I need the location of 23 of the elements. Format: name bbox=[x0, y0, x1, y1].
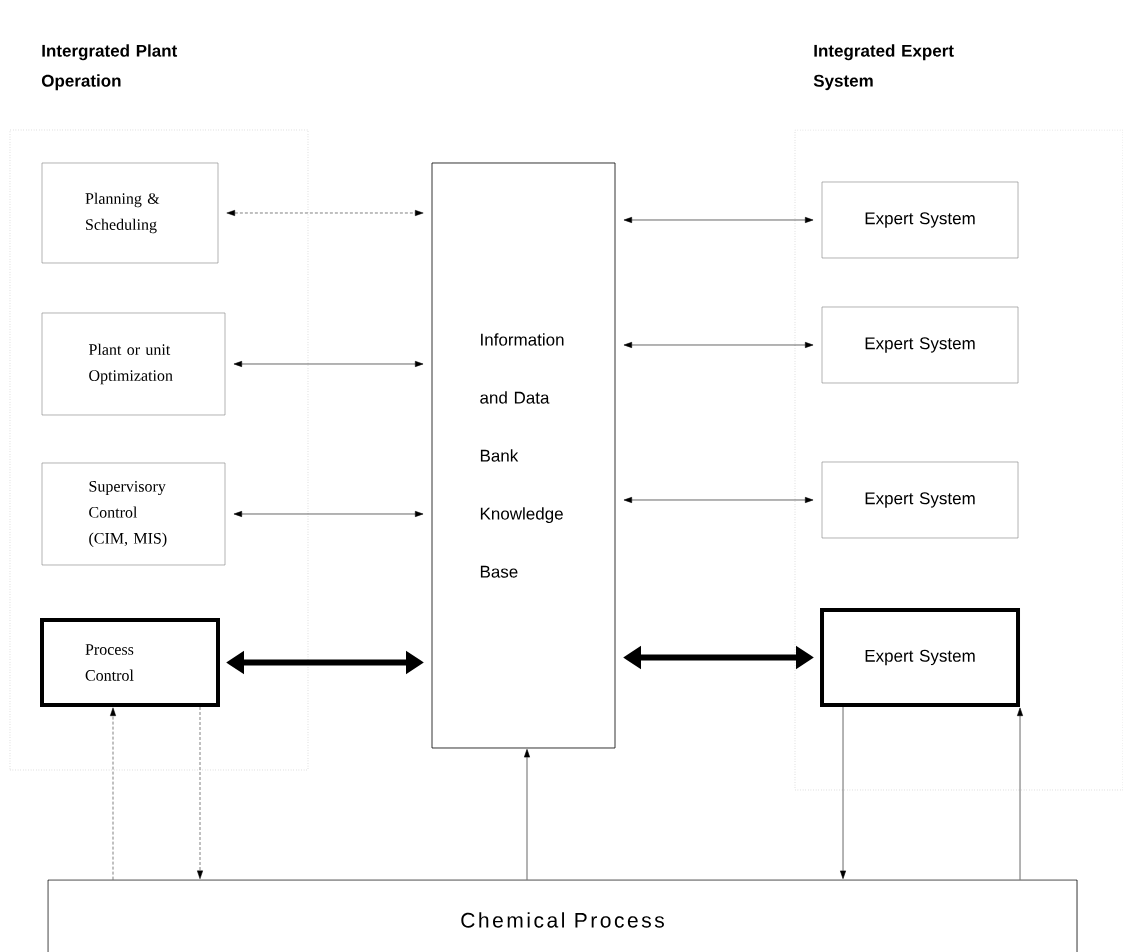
process-band: Chemical Process bbox=[47, 879, 1078, 952]
arrow bbox=[623, 217, 814, 223]
process-box: Plant or unit Optimization bbox=[41, 312, 226, 416]
arrow bbox=[110, 707, 116, 880]
arrow bbox=[1017, 707, 1023, 880]
process-box: Expert System bbox=[821, 306, 1019, 384]
node-label: Integrated Expert System bbox=[813, 44, 954, 91]
process-box: Process Control bbox=[40, 618, 220, 707]
arrow bbox=[840, 706, 846, 879]
arrow bbox=[226, 210, 424, 216]
arrow bbox=[623, 497, 814, 503]
data-bank-box: Information and Data Bank Knowledge Base bbox=[431, 162, 616, 749]
process-box: Expert System bbox=[821, 181, 1019, 259]
process-box: Expert System bbox=[820, 608, 1020, 707]
process-box: Planning & Scheduling bbox=[41, 162, 219, 264]
arrow bbox=[233, 361, 424, 367]
arrow bbox=[524, 749, 530, 880]
process-box: Expert System bbox=[821, 461, 1019, 539]
node-label: Intergrated Plant Operation bbox=[41, 44, 178, 91]
arrow bbox=[623, 342, 814, 348]
arrow bbox=[197, 706, 203, 880]
arrow bbox=[233, 511, 424, 517]
process-box: Supervisory Control (CIM, MIS) bbox=[41, 462, 226, 566]
